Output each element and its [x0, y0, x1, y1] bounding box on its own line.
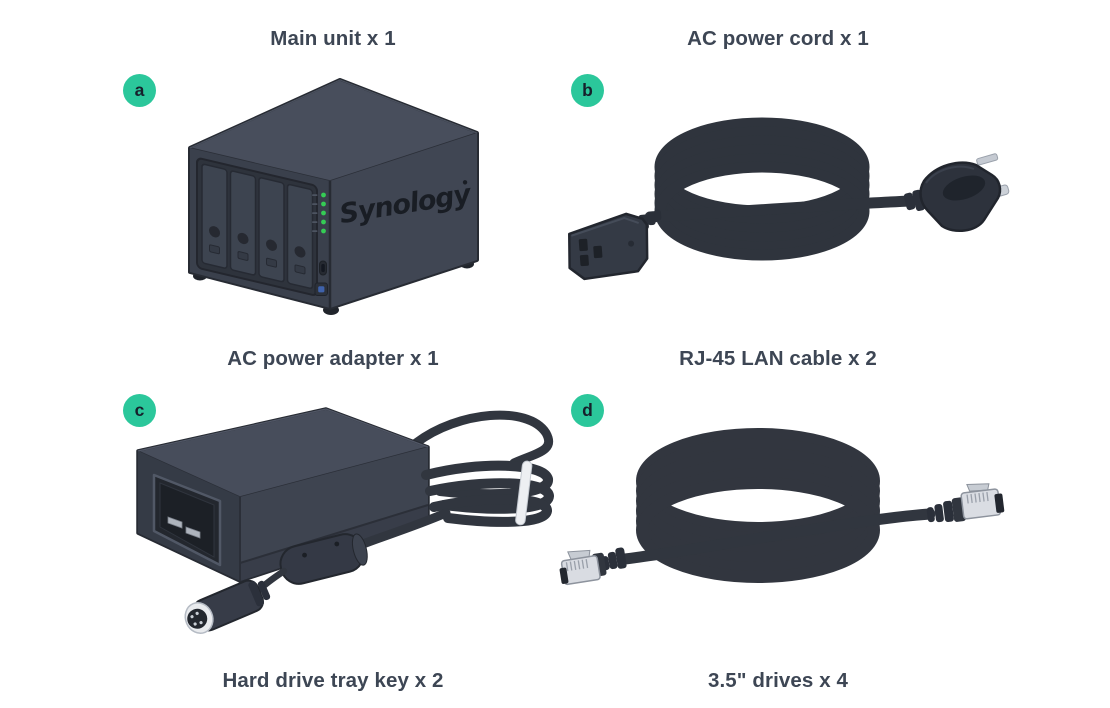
item-title-lan-cable: RJ-45 LAN cable x 2 — [679, 347, 877, 370]
nas-usb-port — [319, 260, 327, 276]
item-title-power-cord: AC power cord x 1 — [687, 27, 869, 50]
din-power-plug — [184, 579, 271, 634]
nas-drive-bays — [196, 157, 318, 296]
rj45-lan-cable-illustration — [559, 428, 1005, 586]
ac-power-adapter-illustration — [136, 407, 555, 634]
nema-plug — [903, 153, 1010, 233]
item-badge-b: b — [571, 74, 604, 107]
item-badge-d: d — [571, 394, 604, 427]
nas-side-face — [330, 133, 477, 308]
caption-35-drives: 3.5" drives x 4 — [707, 669, 848, 692]
item-title-main-unit: Main unit x 1 — [270, 27, 396, 50]
item-title-power-adapter: AC power adapter x 1 — [227, 347, 439, 370]
c13-connector — [568, 209, 662, 281]
item-badge-c: c — [123, 394, 156, 427]
nas-power-button — [314, 282, 328, 296]
rj45-connector-right — [926, 483, 1005, 523]
iec-inlet — [152, 473, 222, 567]
lan-coil — [636, 428, 880, 583]
cord-straight-cable — [644, 195, 918, 223]
adapter-cable-exit — [411, 410, 554, 468]
nas-status-leds — [312, 192, 326, 234]
caption-hard-drive-tray-key: Hard drive tray key x 2 — [222, 669, 444, 692]
ac-power-cord-illustration — [568, 117, 1010, 281]
cable-tie — [515, 460, 533, 526]
adapter-cable-bundle — [421, 460, 555, 527]
rj45-connector-left — [559, 547, 627, 586]
cord-coil — [654, 117, 870, 261]
main-unit-illustration: Synology — [188, 78, 479, 315]
lan-straight-cable — [619, 508, 936, 565]
item-badge-a: a — [123, 74, 156, 107]
